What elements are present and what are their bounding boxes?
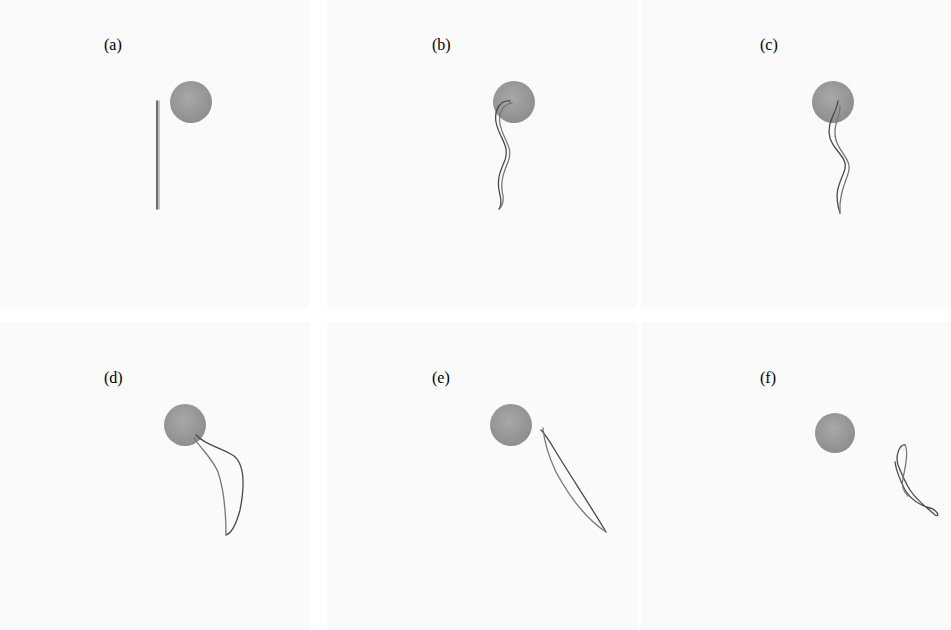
panel-label: (c)	[760, 37, 778, 53]
panel-label: (e)	[432, 370, 450, 386]
spheres	[164, 81, 855, 453]
panel-label: (a)	[104, 37, 122, 53]
panel-label: (d)	[104, 370, 123, 386]
filaments	[157, 101, 938, 535]
panel-label: (f)	[760, 370, 776, 386]
panel-label: (b)	[432, 37, 451, 53]
